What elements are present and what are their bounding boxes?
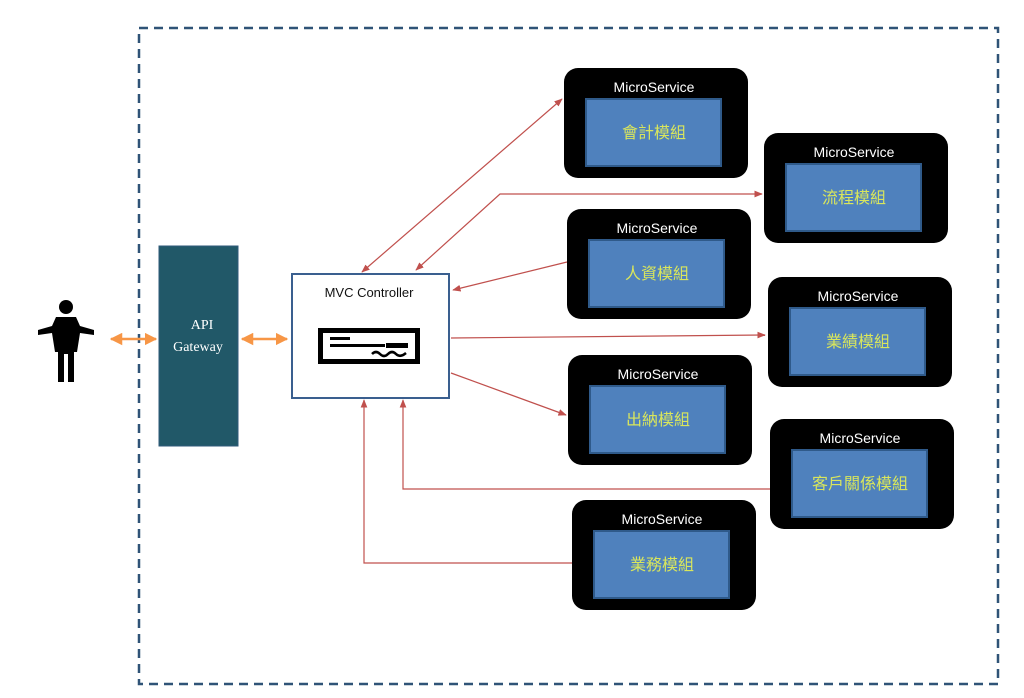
person-icon [38,300,94,382]
microservice-title: MicroService [814,144,895,160]
connector-cashier [450,372,567,416]
module-box [588,239,725,308]
module-label: 客戶關係模組 [812,474,908,493]
module-label: 業務模組 [630,555,694,574]
module-box [593,530,730,599]
connectors [360,98,770,564]
controller-title: MVC Controller [325,285,415,300]
microservice-4: MicroService 出納模組 [568,355,752,465]
microservice-title: MicroService [617,220,698,236]
module-box [789,307,926,376]
microservice-6: MicroService 業務模組 [572,500,756,610]
module-box [585,98,722,167]
connector-workflow [415,190,763,271]
connector-performance [450,331,766,339]
microservice-1: MicroService 流程模組 [764,133,948,243]
module-box [589,385,726,454]
microservice-3: MicroService 業績模組 [768,277,952,387]
module-label: 人資模組 [625,264,689,283]
system-boundary [137,26,1000,686]
connector-sales [360,399,572,564]
api-gateway: API Gateway [158,245,239,447]
microservice-title: MicroService [622,511,703,527]
connector-crm [399,399,770,490]
microservice-2: MicroService 人資模組 [567,209,751,319]
document-card-icon [318,328,420,364]
gateway-label-line2: Gateway [173,340,223,355]
mvc-controller: MVC Controller [291,273,450,399]
microservice-title: MicroService [614,79,695,95]
connector-accounting [361,98,563,273]
module-label: 會計模組 [622,123,686,142]
module-box [785,163,922,232]
microservice-title: MicroService [618,366,699,382]
module-label: 流程模組 [822,188,886,207]
microservice-0: MicroService 會計模組 [564,68,748,178]
module-label: 業績模組 [826,332,890,351]
connector-hr [452,261,568,292]
module-label: 出納模組 [626,410,690,429]
microservice-title: MicroService [818,288,899,304]
microservice-5: MicroService 客戶關係模組 [770,419,954,529]
gateway-label-line1: API [191,318,214,333]
module-box [791,449,928,518]
microservice-title: MicroService [820,430,901,446]
